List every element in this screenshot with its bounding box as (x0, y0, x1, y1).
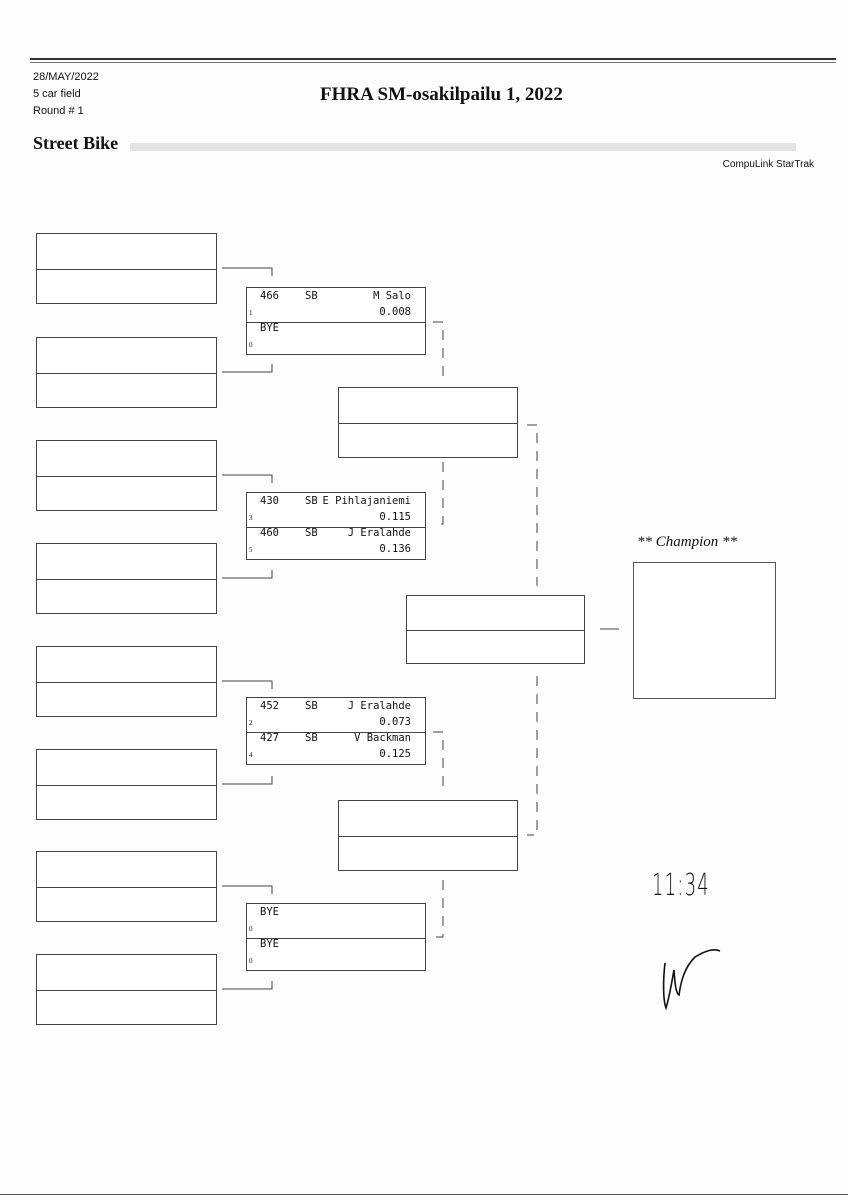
bottom-rule (0, 1194, 848, 1195)
round-number: Round # 1 (33, 105, 84, 117)
seed: 2 (249, 719, 253, 727)
name: M Salo (373, 290, 411, 302)
seed: 1 (249, 309, 253, 317)
handwritten-time: 11:34 (652, 868, 710, 903)
lane-bottom: BYE 0 (247, 320, 425, 354)
number: BYE (260, 938, 279, 950)
ladder-slot (36, 749, 217, 820)
number: 430 (260, 495, 279, 507)
semifinal-slot (338, 800, 518, 871)
number: BYE (260, 322, 279, 334)
number: BYE (260, 906, 279, 918)
reaction: 0.115 (379, 511, 411, 523)
ladder-slot (36, 233, 217, 304)
seed: 0 (249, 925, 253, 933)
ladder-slot (36, 440, 217, 511)
top-rule-thin (30, 62, 836, 63)
lane-bottom: BYE 0 (247, 936, 425, 970)
handwritten-signature (662, 949, 721, 1011)
class: SB (305, 700, 318, 712)
number: 466 (260, 290, 279, 302)
class-name: Street Bike (33, 133, 119, 153)
seed: 0 (249, 957, 253, 965)
reaction: 0.073 (379, 716, 411, 728)
seed: 0 (249, 341, 253, 349)
seed: 4 (249, 751, 253, 759)
champion-box (633, 562, 776, 699)
class: SB (305, 732, 318, 744)
class: SB (305, 290, 318, 302)
ladder-slot (36, 646, 217, 717)
seed: 3 (249, 514, 253, 522)
number: 460 (260, 527, 279, 539)
reaction: 0.125 (379, 748, 411, 760)
class: SB (305, 527, 318, 539)
matchup-4: BYE 0 BYE 0 (246, 903, 426, 971)
ladder-slot (36, 337, 217, 408)
number: 452 (260, 700, 279, 712)
ladder-slot (36, 543, 217, 614)
lane-top: 452 SB J Eralahde 2 0.073 (247, 698, 425, 733)
name: J Eralahde (347, 527, 411, 539)
reaction: 0.136 (379, 543, 411, 555)
name: J Eralahde (347, 700, 411, 712)
lane-top: 430 SB E Pihlajaniemi 3 0.115 (247, 493, 425, 528)
champion-label: ** Champion ** (637, 534, 738, 550)
lane-bottom: 460 SB J Eralahde 5 0.136 (247, 525, 425, 559)
lane-top: BYE 0 (247, 904, 425, 939)
name: V Backman (354, 732, 411, 744)
number: 427 (260, 732, 279, 744)
ladder-slot (36, 851, 217, 922)
matchup-1: 466 SB M Salo 1 0.008 BYE 0 (246, 287, 426, 355)
lane-top: 466 SB M Salo 1 0.008 (247, 288, 425, 323)
name: E Pihlajaniemi (322, 495, 411, 507)
class-dotted-rule (130, 143, 796, 151)
semifinal-slot (338, 387, 518, 458)
reaction: 0.008 (379, 306, 411, 318)
final-slot (406, 595, 585, 664)
class: SB (305, 495, 318, 507)
top-rule (30, 58, 836, 60)
ladder-slot (36, 954, 217, 1025)
software-label: CompuLink StarTrak (722, 159, 814, 170)
lane-bottom: 427 SB V Backman 4 0.125 (247, 730, 425, 764)
seed: 5 (249, 546, 253, 554)
field-size: 5 car field (33, 88, 81, 100)
event-date: 28/MAY/2022 (33, 71, 99, 83)
event-title: FHRA SM-osakilpailu 1, 2022 (320, 84, 563, 105)
